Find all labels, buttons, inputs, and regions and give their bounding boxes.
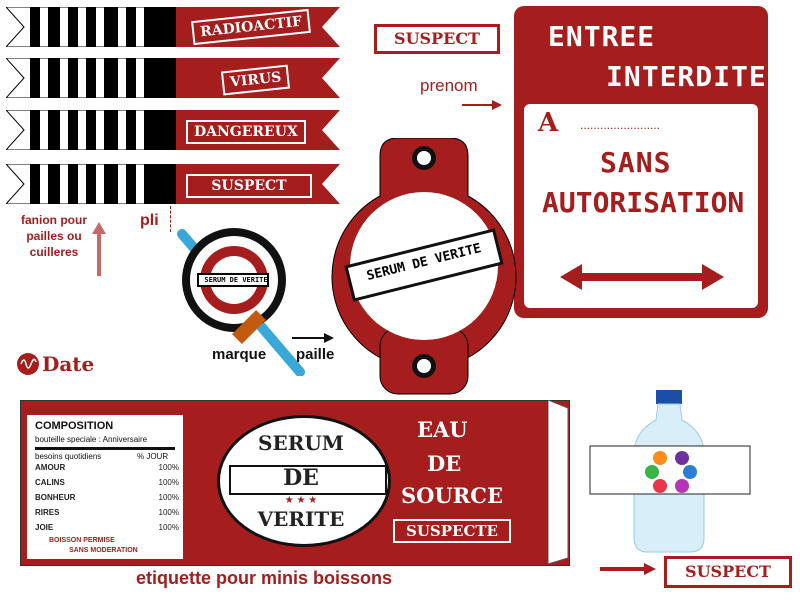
row-name: AMOUR xyxy=(35,463,66,472)
row-value: 100% xyxy=(158,523,179,532)
row-name: BONHEUR xyxy=(35,493,76,502)
table-row: BONHEUR 100% xyxy=(35,493,179,502)
seal-top: SERUM xyxy=(258,431,344,455)
fold-line xyxy=(170,206,171,232)
table-row: AMOUR 100% xyxy=(35,463,179,472)
suspect-stamp: SUSPECT xyxy=(374,24,500,54)
double-arrow-icon xyxy=(560,264,724,290)
prenom-label: prenom xyxy=(420,76,478,95)
row-name: CALINS xyxy=(35,478,65,487)
row-name: RIRES xyxy=(35,508,60,517)
paille-label: paille xyxy=(296,346,335,363)
bottle-label: COMPOSITION bouteille speciale : Anniver… xyxy=(20,400,570,566)
row-value: 100% xyxy=(158,508,179,517)
composition-panel xyxy=(27,415,183,559)
right-arrow-icon xyxy=(600,563,656,575)
header-right: % JOUR xyxy=(137,452,169,461)
seal-mid: DE xyxy=(283,465,319,491)
suspecte-stamp: SUSPECTE xyxy=(393,519,511,543)
pennant-virus: VIRUS xyxy=(4,57,340,99)
suspect-stamp-bottom: SUSPECT xyxy=(664,556,792,588)
footer-line2: SANS MODERATION xyxy=(69,547,138,554)
sign-line3: SANS xyxy=(600,146,672,179)
sign-line2: INTERDITE xyxy=(606,60,767,93)
de-label: DE xyxy=(427,451,462,476)
pennant-label: DANGEREUX xyxy=(186,120,306,144)
row-value: 100% xyxy=(158,478,179,487)
scribble-icon xyxy=(17,353,39,375)
pennant-caption: fanion pour pailles ou cuilleres xyxy=(21,213,87,259)
composition-title: COMPOSITION xyxy=(35,420,114,432)
pennant-dangereux: DANGEREUX xyxy=(4,109,340,151)
fold-label: pli xyxy=(140,212,159,229)
row-name: JOIE xyxy=(35,523,54,532)
seal-bottom: VERITE xyxy=(257,507,345,531)
sign-line4: AUTORISATION xyxy=(542,186,745,219)
source-label: SOURCE xyxy=(401,483,503,508)
sign-name-prefix: A xyxy=(538,108,559,138)
table-row: RIRES 100% xyxy=(35,508,179,517)
marque-label: marque xyxy=(212,346,267,363)
up-arrow-icon xyxy=(92,222,106,276)
mini-tag-label: SERUM DE VERITE xyxy=(204,276,268,284)
date-label: Date xyxy=(42,352,95,376)
seal-band xyxy=(229,465,387,495)
pennant-radioactif: RADIOACTIF xyxy=(4,6,340,48)
footer-line1: BOISSON PERMISE xyxy=(49,537,115,544)
table-row: CALINS 100% xyxy=(35,478,179,487)
row-value: 100% xyxy=(158,493,179,502)
table-row: JOIE 100% xyxy=(35,523,179,532)
composition-divider xyxy=(35,447,175,450)
sign-line1: ENTREE xyxy=(548,20,656,53)
row-value: 100% xyxy=(158,463,179,472)
header-left: besoins quotidiens xyxy=(35,452,102,461)
seal-stars: ★ ★ ★ xyxy=(284,495,318,506)
water-bottle xyxy=(589,390,751,553)
pennant-suspect: SUSPECT xyxy=(4,163,340,205)
eau-label: EAU xyxy=(417,417,468,442)
sign-name-line: ........................ xyxy=(580,118,661,132)
large-tag xyxy=(331,138,517,395)
label-flap xyxy=(548,400,569,565)
mini-tag-with-straw xyxy=(177,228,305,376)
pennant-shape xyxy=(4,57,340,99)
entry-sign: ENTREE INTERDITE A .....................… xyxy=(514,6,768,318)
right-arrow-icon xyxy=(462,100,502,110)
right-arrow-icon xyxy=(292,333,334,343)
label-caption: etiquette pour minis boissons xyxy=(136,568,393,588)
bottle-line: bouteille speciale : Anniversaire xyxy=(35,435,148,444)
pennant-shape xyxy=(4,6,340,48)
pennant-label: SUSPECT xyxy=(186,174,312,198)
